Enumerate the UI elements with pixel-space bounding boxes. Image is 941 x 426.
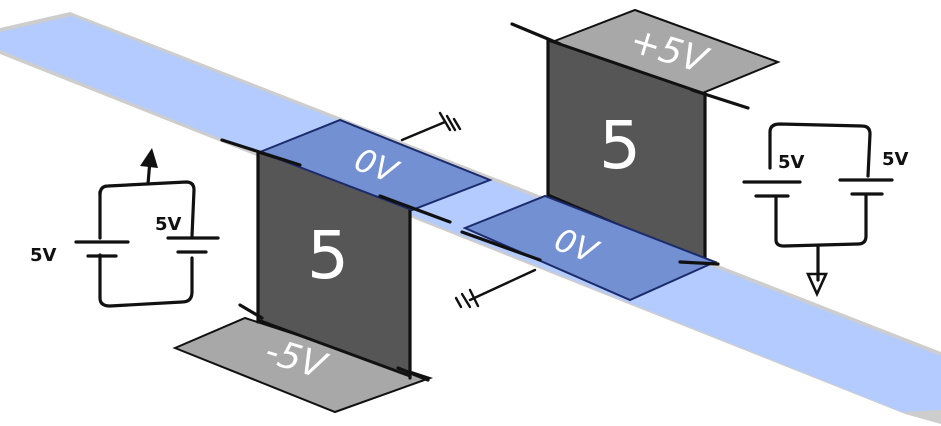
left-gate: 5 -5V: [172, 149, 434, 414]
right-gate-value: 5: [599, 107, 641, 184]
right-battery-label-b: 5V: [882, 149, 909, 170]
ground-icon: [400, 111, 462, 142]
left-battery-label-a: 5V: [30, 245, 57, 266]
ground-icon: [454, 268, 537, 309]
arrow-down-icon: [805, 244, 829, 298]
left-battery-circuit: 5V 5V: [30, 148, 220, 308]
center-left-plate: 0V: [220, 118, 493, 224]
center-right-plate: 0V: [460, 194, 720, 302]
bottom-left-tab: [172, 316, 434, 414]
channel-strip: [0, 12, 941, 424]
left-gate-value: 5: [307, 217, 349, 294]
right-battery-circuit: 5V 5V: [742, 122, 909, 298]
arrow-up-icon: [140, 148, 158, 186]
right-battery-label-a: 5V: [778, 152, 805, 173]
left-battery-label-b: 5V: [155, 214, 182, 235]
right-gate: 5 +5V: [510, 8, 781, 265]
